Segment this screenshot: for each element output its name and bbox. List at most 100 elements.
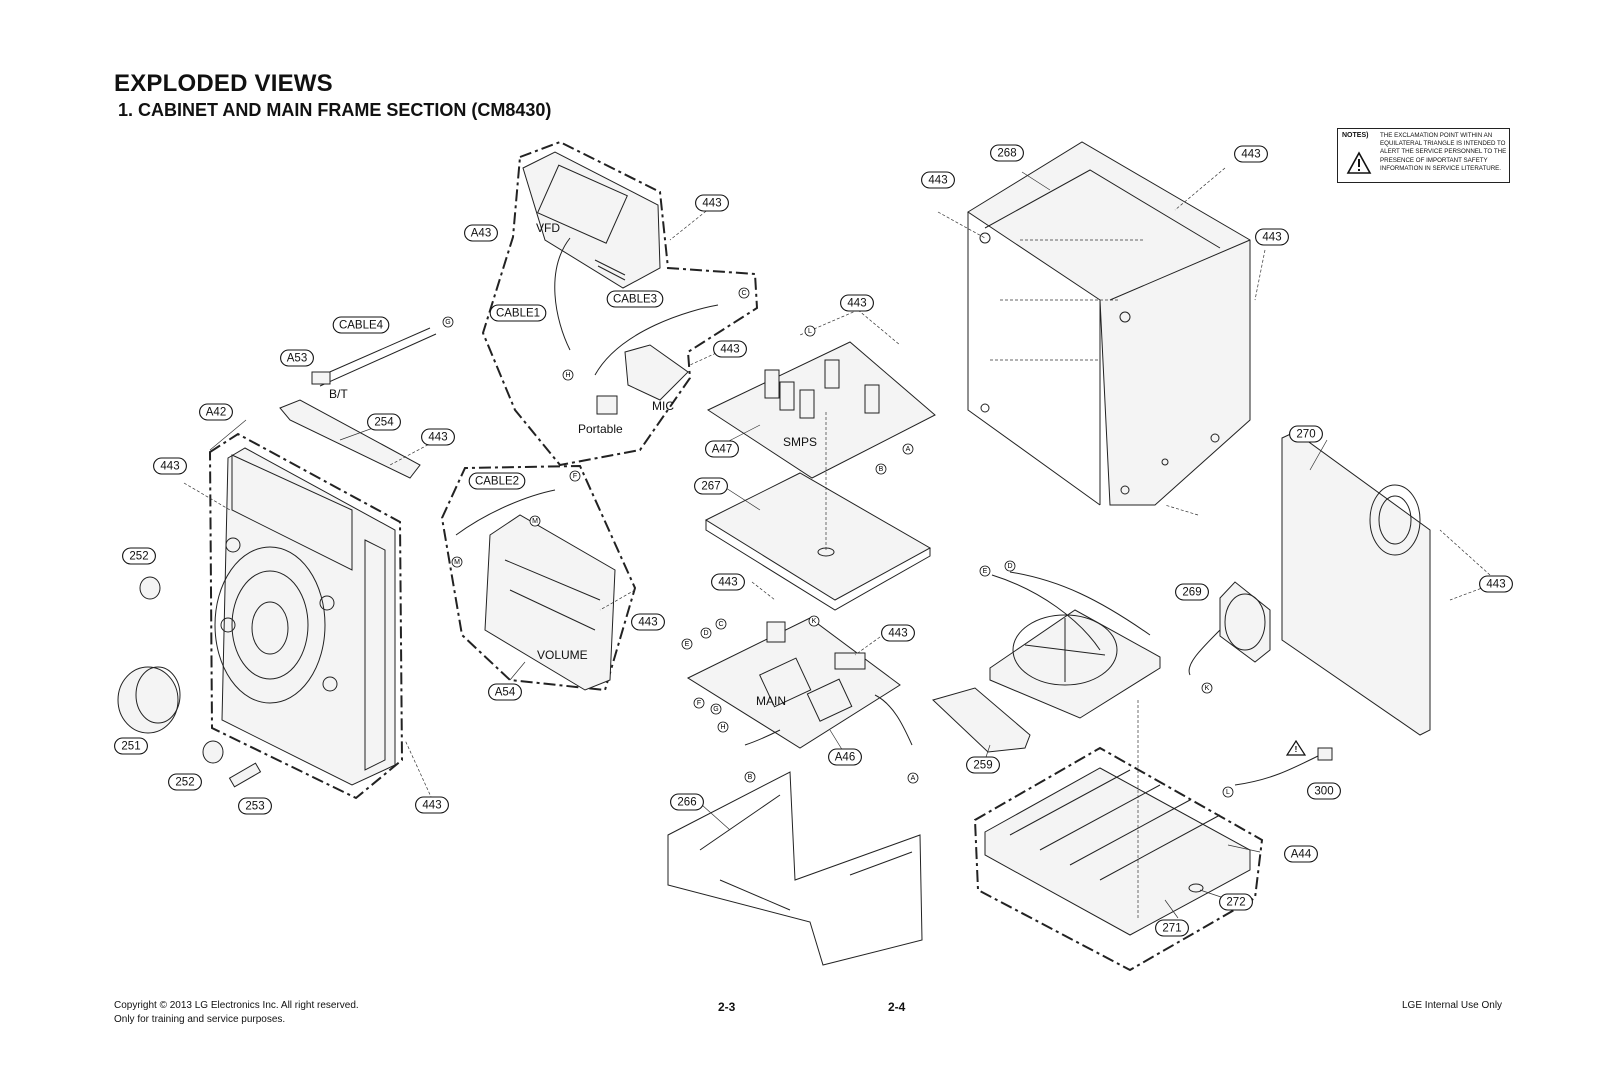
callout-443: 443 — [695, 194, 729, 212]
power-cord-300 — [1234, 754, 1321, 786]
connector-label: L — [1226, 789, 1230, 796]
cable4 — [315, 327, 437, 387]
warning-triangle-icon: ! — [1285, 739, 1307, 756]
connector-label: F — [697, 700, 701, 707]
bottom-chassis-271 — [984, 767, 1251, 936]
connector-f: F — [569, 470, 581, 482]
callout-label: 443 — [1262, 232, 1281, 244]
callout-label: 443 — [1486, 579, 1505, 591]
callout-a53: A53 — [280, 349, 314, 367]
callout-label: A47 — [712, 444, 732, 456]
a43-assembly-outline — [481, 140, 759, 467]
fan-269 — [1219, 581, 1271, 663]
callout-label: 443 — [720, 344, 739, 356]
cable1 — [554, 237, 571, 351]
cable2 — [455, 489, 556, 536]
connector-k: K — [808, 615, 820, 627]
callout-443: 443 — [153, 457, 187, 475]
callout-cable2: CABLE2 — [468, 472, 526, 490]
connector-label: D — [1007, 563, 1012, 570]
connector-label: B — [879, 466, 884, 473]
callout-251: 251 — [114, 737, 148, 755]
a54-assembly-outline — [440, 464, 637, 692]
callout-label: CABLE2 — [475, 476, 519, 488]
connector-m: M — [529, 515, 541, 527]
vfd-label: VFD — [536, 221, 560, 235]
bt-module — [311, 371, 331, 385]
callout-label: A42 — [206, 407, 226, 419]
bt-label: B/T — [329, 387, 348, 401]
main-ribbon-b — [744, 729, 781, 746]
callout-253: 253 — [238, 797, 272, 815]
callout-268: 268 — [990, 144, 1024, 162]
smps-label: SMPS — [783, 435, 817, 449]
callout-label: 253 — [245, 801, 264, 813]
connector-a: A — [907, 772, 919, 784]
connector-label: G — [445, 319, 450, 326]
copyright-text: Copyright © 2013 LG Electronics Inc. All… — [114, 1000, 359, 1011]
callout-a47: A47 — [705, 440, 739, 458]
callout-label: 270 — [1296, 429, 1315, 441]
connector-label: F — [573, 473, 577, 480]
connector-g: G — [710, 703, 722, 715]
callout-label: 443 — [160, 461, 179, 473]
callout-label: 252 — [129, 551, 148, 563]
callout-label: CABLE3 — [613, 294, 657, 306]
callout-270: 270 — [1289, 425, 1323, 443]
callout-443: 443 — [711, 573, 745, 591]
connector-label: D — [703, 630, 708, 637]
tray-cover-259 — [932, 687, 1031, 753]
callout-443: 443 — [1234, 145, 1268, 163]
callout-label: 443 — [928, 175, 947, 187]
main-frame-266 — [667, 771, 923, 966]
connector-label: H — [720, 724, 725, 731]
mic-label: MIC — [652, 399, 674, 413]
portable-jack — [596, 395, 618, 415]
leader-lines — [183, 167, 1491, 920]
callout-label: 443 — [718, 577, 737, 589]
vfd-board — [522, 151, 661, 289]
main-board — [686, 617, 901, 749]
callout-label: A46 — [835, 752, 855, 764]
callout-254: 254 — [367, 413, 401, 431]
power-plug — [1317, 747, 1333, 761]
callout-label: 252 — [175, 777, 194, 789]
cd-ribbon-e — [991, 574, 1101, 651]
connector-e: E — [979, 565, 991, 577]
connector-label: L — [808, 328, 812, 335]
callout-a43: A43 — [464, 224, 498, 242]
connector-a: A — [902, 443, 914, 455]
cd-ribbon-d — [1009, 571, 1151, 636]
connector-label: C — [741, 290, 746, 297]
connector-c: C — [738, 287, 750, 299]
callout-label: 251 — [121, 741, 140, 753]
bracket-254 — [279, 399, 421, 479]
callout-label: 443 — [1241, 149, 1260, 161]
connector-label: B — [748, 774, 753, 781]
safety-notes-box: NOTES) THE EXCLAMATION POINT WITHIN AN E… — [1337, 128, 1510, 183]
volume-label: VOLUME — [537, 648, 588, 662]
callout-443: 443 — [1479, 575, 1513, 593]
main-label: MAIN — [756, 694, 786, 708]
page-title: EXPLODED VIEWS — [114, 70, 333, 97]
callout-label: A53 — [287, 353, 307, 365]
connector-label: A — [906, 446, 911, 453]
connector-b: B — [744, 771, 756, 783]
callout-443: 443 — [840, 294, 874, 312]
notes-label: NOTES) — [1342, 132, 1369, 139]
callout-259: 259 — [966, 756, 1000, 774]
callout-label: 443 — [888, 628, 907, 640]
callout-label: A43 — [471, 228, 491, 240]
callout-443: 443 — [713, 340, 747, 358]
callout-252: 252 — [168, 773, 202, 791]
callout-label: 443 — [638, 617, 657, 629]
connector-f: F — [693, 697, 705, 709]
mic-board — [624, 344, 689, 401]
connector-h: H — [717, 721, 729, 733]
callout-label: 443 — [847, 298, 866, 310]
callout-label: CABLE1 — [496, 308, 540, 320]
callout-443: 443 — [631, 613, 665, 631]
